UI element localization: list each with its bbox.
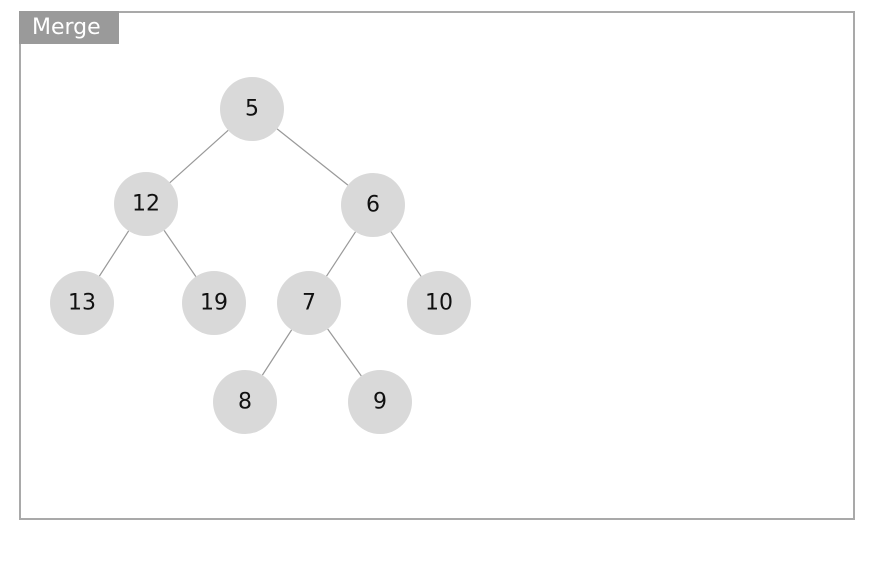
node-label: 5 xyxy=(245,97,259,122)
node-circle xyxy=(50,271,114,335)
tree-node: 6 xyxy=(341,173,405,237)
node-label: 10 xyxy=(425,291,453,316)
node-label: 6 xyxy=(366,193,380,218)
tree-node: 10 xyxy=(407,271,471,335)
tree-node: 8 xyxy=(213,370,277,434)
tree-node: 13 xyxy=(50,271,114,335)
node-circle xyxy=(341,173,405,237)
node-label: 19 xyxy=(200,291,228,316)
node-label: 12 xyxy=(132,192,160,217)
tree-node: 7 xyxy=(277,271,341,335)
node-circle xyxy=(277,271,341,335)
panel-title: Merge xyxy=(19,11,119,44)
tree-edge xyxy=(276,128,349,186)
tree-edge xyxy=(163,230,197,277)
nodes-layer: 5 12 6 13 19 7 10 8 9 xyxy=(50,77,471,434)
node-circle xyxy=(220,77,284,141)
edges-layer xyxy=(98,128,422,377)
tree-edge xyxy=(169,129,229,184)
tree-node: 12 xyxy=(114,172,178,236)
tree-edge xyxy=(261,329,293,376)
node-circle xyxy=(407,271,471,335)
node-label: 8 xyxy=(238,390,252,415)
node-circle xyxy=(114,172,178,236)
tree-node: 19 xyxy=(182,271,246,335)
node-circle xyxy=(182,271,246,335)
node-label: 7 xyxy=(302,291,316,316)
tree-edge xyxy=(390,231,422,277)
node-circle xyxy=(213,370,277,434)
tree-edge xyxy=(98,230,130,277)
node-label: 9 xyxy=(373,390,387,415)
tree-node: 5 xyxy=(220,77,284,141)
tree-edge xyxy=(325,231,357,277)
tree-node: 9 xyxy=(348,370,412,434)
tree-edge xyxy=(327,328,362,377)
node-circle xyxy=(348,370,412,434)
diagram-frame xyxy=(19,11,855,520)
node-label: 13 xyxy=(68,291,96,316)
